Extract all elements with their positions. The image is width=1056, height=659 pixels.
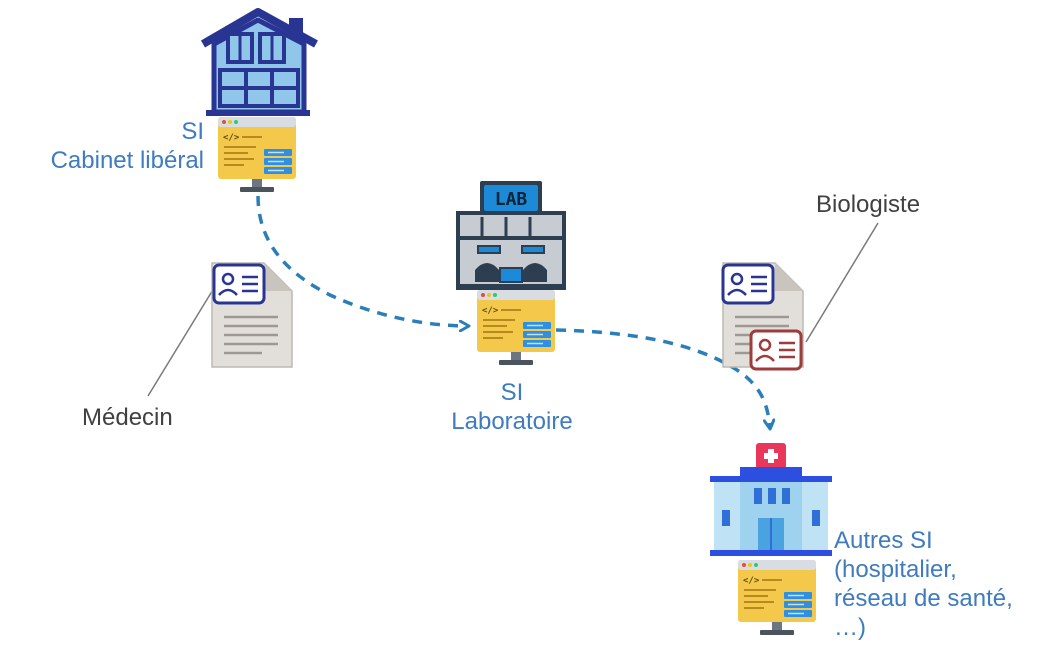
label-autres-line2: (hospitalier, (834, 556, 957, 583)
label-autres-line4: …) (834, 614, 866, 641)
lab-sign-text: LAB (495, 189, 528, 210)
label-autres: Autres SI (hospitalier, réseau de santé,… (834, 526, 1013, 642)
computer-server-icon-autres (737, 559, 817, 636)
label-medecin: Médecin (82, 404, 173, 431)
label-biologiste: Biologiste (816, 191, 921, 218)
label-cabinet-line1: SI (181, 118, 204, 145)
house-icon (200, 8, 318, 116)
label-laboratoire: SI Laboratoire (432, 378, 592, 436)
label-cabinet-line2: Cabinet libéral (50, 147, 204, 174)
flow-arrow-cabinet-to-lab (256, 195, 468, 326)
pointer-line-biologiste (805, 222, 879, 343)
flow-arrow-lab-to-autres (555, 328, 770, 428)
computer-server-icon-cabinet (217, 116, 297, 193)
hospital-icon (710, 443, 832, 556)
lab-building-icon: LAB (456, 181, 566, 290)
label-laboratoire-line2: Laboratoire (451, 408, 573, 435)
prescription-document-icon (210, 261, 294, 369)
pointer-line-medecin (147, 287, 215, 397)
computer-server-icon-laboratoire (476, 289, 556, 366)
label-autres-line1: Autres SI (834, 527, 933, 554)
label-autres-line3: réseau de santé, (834, 585, 1013, 612)
label-cabinet: SI Cabinet libéral (10, 117, 204, 175)
label-laboratoire-line1: SI (500, 379, 524, 406)
validated-result-document-icon (721, 261, 805, 371)
